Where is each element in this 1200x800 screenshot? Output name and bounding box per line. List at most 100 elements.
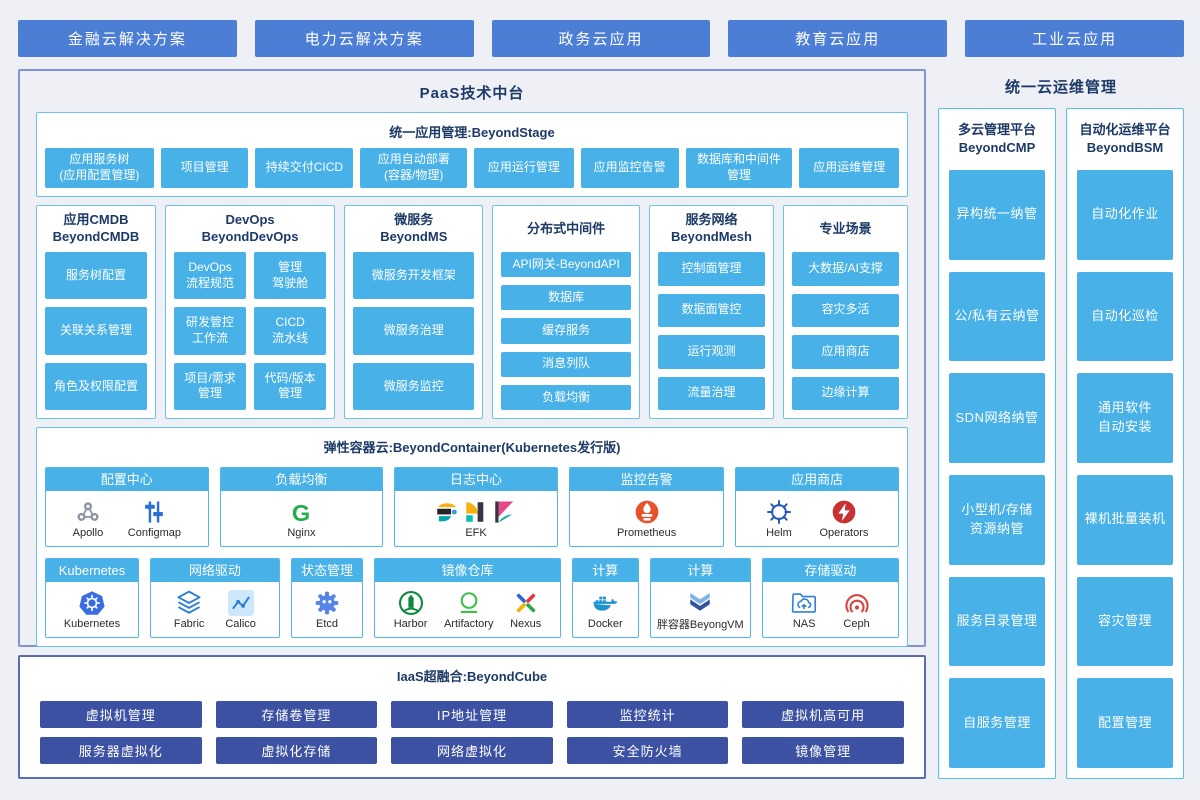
ops-item[interactable]: SDN网络纳管 [949,373,1045,464]
logo-label: Nexus [510,618,542,630]
paas-column-item[interactable]: 微服务监控 [353,362,475,410]
ops-item[interactable]: 通用软件 自动安装 [1077,373,1173,464]
logo-item[interactable]: Ceph [843,590,870,630]
logo-item[interactable]: Docker [588,590,623,630]
logo-item[interactable]: Nexus [510,590,541,630]
paas-column-item[interactable]: 服务树配置 [45,252,147,300]
ops-item[interactable]: 自服务管理 [949,678,1045,769]
ceph-icon [844,590,870,616]
iaas-button[interactable]: 虚拟化存储 [215,737,378,764]
app-mgmt-button[interactable]: 应用运维管理 [799,148,899,188]
ops-item[interactable]: 裸机批量装机 [1077,475,1173,565]
paas-column-items: API网关-BeyondAPI 数据库缓存服务消息列队负载均衡 [501,252,631,411]
logo-item[interactable]: 胖容器BeyongVM [657,588,744,632]
container-card-body: 胖容器BeyongVM [651,582,750,637]
container-card-header: 镜像仓库 [375,559,560,582]
logo-item[interactable]: Helm [766,499,792,539]
logo-label: NAS [792,618,816,630]
top-nav-item[interactable]: 教育云应用 [728,20,948,57]
logo-item[interactable]: Prometheus [617,499,676,539]
ops-item[interactable]: 自动化作业 [1077,170,1173,260]
iaas-button[interactable]: 存储卷管理 [215,701,378,728]
iaas-button[interactable]: 虚拟机管理 [40,701,202,728]
apollo-icon [75,499,101,525]
container-card-body: NAS Ceph [763,582,898,637]
logo-item[interactable]: Apollo [73,499,103,539]
iaas-button-rows: 虚拟机管理存储卷管理 IP地址管理监控统计虚拟机高可用服务器虚拟化虚拟化存储网络虚… [40,701,904,764]
iaas-button[interactable]: 安全防火墙 [566,737,729,764]
logo-item[interactable]: Calico [225,590,256,630]
paas-column-item[interactable]: 缓存服务 [501,318,631,344]
paas-column-item[interactable]: 负载均衡 [501,384,631,411]
logo-item[interactable]: Kubernetes [64,590,120,630]
logo-item[interactable]: Artifactory [444,590,493,630]
paas-column-item[interactable]: 微服务治理 [353,307,475,355]
paas-column-item[interactable]: 项目/需求 管理 [174,362,247,410]
paas-column-item[interactable]: 控制面管理 [657,252,765,286]
logo-item[interactable]: Configmap [128,499,181,539]
paas-column-item[interactable]: 运行观测 [657,335,765,369]
container-card-header: Kubernetes [46,559,138,582]
paas-column-item[interactable]: 边缘计算 [792,376,900,410]
logo-icons [176,590,202,616]
etcd-icon [314,590,340,616]
logo-item[interactable]: Fabric [174,590,204,630]
app-mgmt-button[interactable]: 应用自动部署 (容器/物理) [360,148,468,188]
paas-column-item[interactable]: 研发管控 工作流 [174,307,247,355]
ops-item[interactable]: 小型机/存储 资源纳管 [949,475,1045,565]
paas-column-item[interactable]: 流量治理 [657,376,765,410]
iaas-button[interactable]: 网络虚拟化 [391,737,553,764]
app-mgmt-button[interactable]: 应用服务树 (应用配置管理) [45,148,154,188]
paas-column-item[interactable]: 数据库 [501,285,631,311]
top-nav-item[interactable]: 电力云解决方案 [254,20,474,57]
paas-column-item[interactable]: DevOps 流程规范 [174,252,247,300]
app-mgmt-button[interactable]: 数据库和中间件 管理 [685,148,793,188]
iaas-button[interactable]: 监控统计 [566,701,729,728]
container-card-body: Prometheus [570,491,724,546]
ops-column-items: 异构统一纳管公/私有云纳管 SDN网络纳管小型机/存储 资源纳管服务目录管理自服务… [949,170,1045,769]
top-nav-item[interactable]: 工业云应用 [965,20,1184,57]
paas-column-item[interactable]: 关联关系管理 [45,307,147,355]
ops-item[interactable]: 公/私有云纳管 [949,271,1045,362]
app-mgmt-button[interactable]: 持续交付CICD [255,148,354,188]
paas-column-item[interactable]: API网关-BeyondAPI [501,252,631,278]
paas-column-item[interactable]: 代码/版本 管理 [254,362,327,410]
paas-column-item[interactable]: CICD 流水线 [254,307,327,355]
logo-item[interactable]: NAS [791,590,817,630]
app-mgmt-button[interactable]: 应用运行管理 [474,148,574,188]
logo-item[interactable]: Etcd [314,590,340,630]
app-mgmt-button[interactable]: 项目管理 [160,148,249,188]
app-mgmt-title: 统一应用管理:BeyondStage [389,125,555,140]
logo-label: 胖容器BeyongVM [656,619,744,631]
logo-icons [141,499,167,525]
logo-item[interactable]: Harbor [394,590,427,630]
paas-column-item[interactable]: 微服务开发框架 [353,252,475,300]
app-mgmt-button[interactable]: 应用监控告警 [580,148,679,188]
top-nav-item[interactable]: 政务云应用 [491,20,711,57]
ops-item[interactable]: 容灾管理 [1077,576,1173,667]
ops-item[interactable]: 配置管理 [1077,678,1173,769]
logo-item[interactable]: EFK [434,499,518,539]
ops-item[interactable]: 自动化巡检 [1077,271,1173,362]
paas-column-item[interactable]: 大数据/AI支撑 [792,252,900,286]
paas-column-item[interactable]: 应用商店 [792,335,900,369]
iaas-button[interactable]: IP地址管理 [391,701,553,728]
logo-icons [314,590,340,616]
container-card: 计算胖容器BeyongVM [649,558,751,638]
paas-column-item[interactable]: 容灾多活 [792,293,900,327]
paas-column-item[interactable]: 管理 驾驶舱 [254,252,327,300]
paas-column-item[interactable]: 消息列队 [501,351,631,377]
paas-column-item[interactable]: 角色及权限配置 [45,362,147,410]
logo-item[interactable]: Operators [819,499,868,539]
paas-column-item[interactable]: 数据面管控 [657,293,765,327]
ops-item[interactable]: 服务目录管理 [949,576,1045,667]
top-nav-item[interactable]: 金融云解决方案 [18,20,237,57]
logo-icons [79,590,105,616]
iaas-button[interactable]: 镜像管理 [742,737,904,764]
ops-item[interactable]: 异构统一纳管 [949,170,1045,260]
iaas-button[interactable]: 虚拟机高可用 [742,701,904,728]
iaas-button[interactable]: 服务器虚拟化 [40,737,202,764]
